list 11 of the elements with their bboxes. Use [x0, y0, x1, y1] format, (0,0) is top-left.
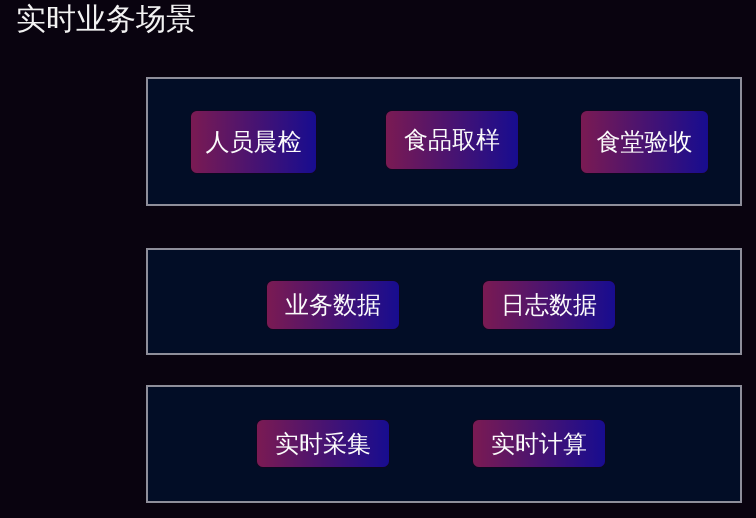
panel — [146, 77, 742, 206]
panel — [146, 248, 742, 355]
label-box: 食品取样 — [385, 110, 519, 170]
title: 实时业务场景 — [16, 1, 196, 39]
label-box: 实时采集 — [256, 419, 390, 468]
label-box: 业务数据 — [266, 280, 400, 330]
panel — [146, 385, 742, 503]
label-box: 日志数据 — [482, 280, 616, 330]
label-box: 食堂验收 — [580, 110, 709, 174]
label-box: 人员晨检 — [190, 110, 317, 174]
label-box: 实时计算 — [472, 419, 606, 468]
